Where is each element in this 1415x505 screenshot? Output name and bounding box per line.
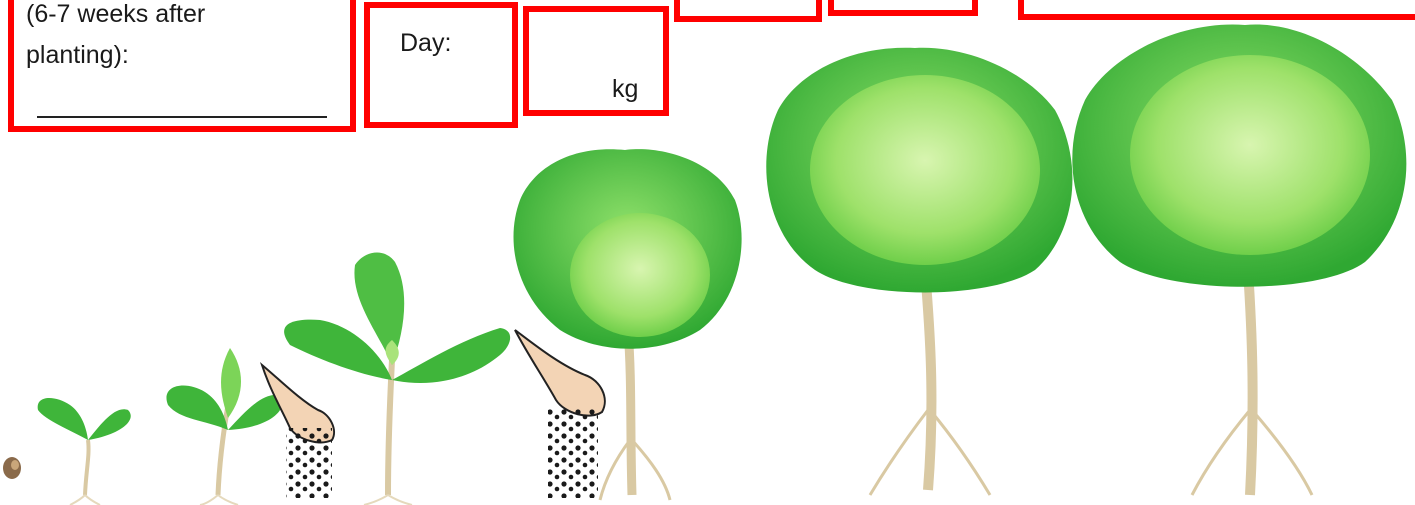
cabbage-icon [1072,25,1406,495]
hand-sowing-icon [262,365,334,498]
sprout-icon [38,398,131,505]
cabbage-icon [513,149,741,500]
cabbage-icon [766,48,1072,495]
seed-icon [3,457,21,479]
hand-sowing-icon [515,330,605,498]
